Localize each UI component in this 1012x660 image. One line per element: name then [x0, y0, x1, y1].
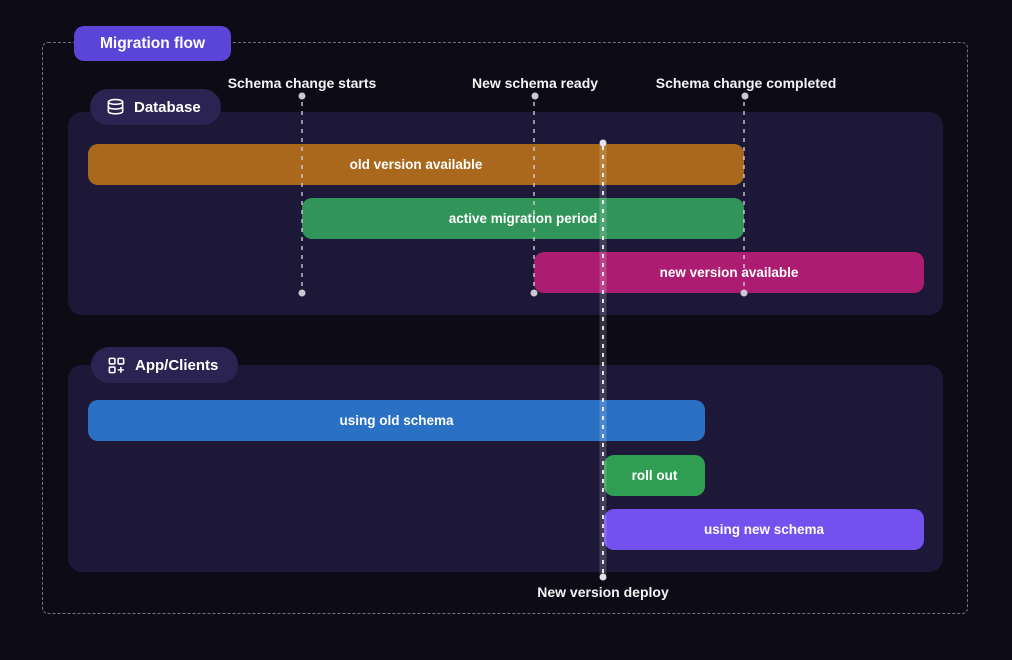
database-icon — [106, 98, 125, 117]
apps-icon — [107, 356, 126, 375]
milestone-dot — [298, 92, 306, 100]
bar-using-new-schema: using new schema — [604, 509, 924, 550]
milestone-dot — [740, 289, 748, 297]
diagram-frame — [42, 42, 968, 614]
title-badge: Migration flow — [74, 26, 232, 61]
milestone-dot — [530, 289, 538, 297]
bar-roll-out: roll out — [604, 455, 705, 496]
deploy-marker-label: New version deploy — [537, 584, 669, 600]
milestone-label-schema-change-starts: Schema change starts — [227, 75, 377, 91]
deploy-marker-dot-bottom — [599, 573, 607, 581]
milestone-dot — [298, 289, 306, 297]
milestone-dot — [741, 92, 749, 100]
database-lane-badge: Database — [90, 89, 221, 125]
milestone-line — [301, 102, 303, 290]
deploy-marker-dot-top — [599, 139, 607, 147]
bar-new-version-available: new version available — [534, 252, 924, 293]
bar-old-version-available: old version available — [88, 144, 744, 185]
bar-using-old-schema: using old schema — [88, 400, 705, 441]
app-clients-lane-badge: App/Clients — [91, 347, 239, 383]
milestone-line — [743, 102, 745, 290]
milestone-dot — [531, 92, 539, 100]
milestone-label-schema-change-completed: Schema change completed — [655, 75, 837, 91]
milestone-label-new-schema-ready: New schema ready — [471, 75, 599, 91]
bar-active-migration-period: active migration period — [302, 198, 744, 239]
lane-badge-label: App/Clients — [135, 356, 219, 374]
deploy-marker-line — [602, 146, 604, 574]
milestone-line — [533, 102, 535, 290]
lane-badge-label: Database — [134, 98, 201, 116]
